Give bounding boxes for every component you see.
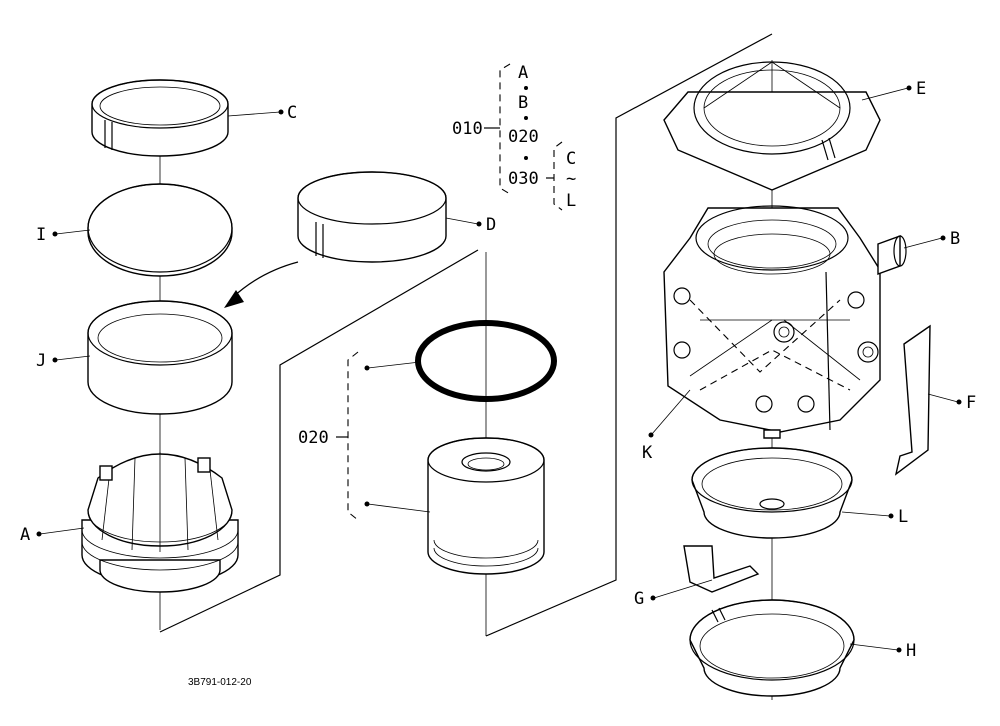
part-c-band — [91, 79, 229, 157]
o-ring — [415, 320, 557, 402]
legend-item-a: A — [518, 63, 528, 83]
legend-sub-tilde: ~ — [566, 169, 576, 189]
label-l: L — [898, 507, 908, 527]
legend-sub-l: L — [566, 191, 576, 211]
filter-element — [427, 437, 545, 575]
separator-right — [485, 33, 773, 637]
separator-left — [159, 249, 479, 633]
label-f: F — [966, 393, 976, 413]
part-g-clip — [683, 545, 760, 593]
legend-group-010: 010 — [452, 119, 483, 139]
arrow-head — [224, 290, 244, 308]
legend-item-b: B — [518, 93, 528, 113]
label-a: A — [20, 525, 30, 545]
legend-item-020: 020 — [508, 127, 539, 147]
legend: A B 020 030 010 C ~ L — [452, 63, 576, 211]
legend-sub-c: C — [566, 149, 576, 169]
label-e: E — [916, 79, 926, 99]
label-k: K — [642, 443, 653, 463]
label-j: J — [36, 351, 46, 371]
label-c: C — [287, 103, 297, 123]
label-g: G — [634, 589, 644, 609]
label-h: H — [906, 641, 916, 661]
move-arrow — [231, 261, 299, 299]
label-b: B — [950, 229, 960, 249]
callouts: C I J A D 020 E B F — [20, 79, 976, 661]
label-d: D — [486, 215, 496, 235]
part-j-ring — [87, 300, 233, 415]
center-group-bracket — [336, 351, 359, 521]
label-i: I — [36, 225, 46, 245]
part-i-disc — [87, 183, 233, 277]
center-group-label: 020 — [298, 428, 329, 448]
drawing-code: 3B791-012-20 — [188, 677, 252, 688]
part-f-sticker — [894, 324, 931, 476]
part-a-cap — [81, 452, 239, 593]
part-k-housing — [663, 205, 907, 439]
part-l-bowl — [691, 447, 853, 539]
part-e-gasket — [663, 61, 881, 191]
part-h-cover — [689, 599, 855, 697]
legend-item-030: 030 — [508, 169, 539, 189]
part-d-band — [297, 171, 447, 263]
